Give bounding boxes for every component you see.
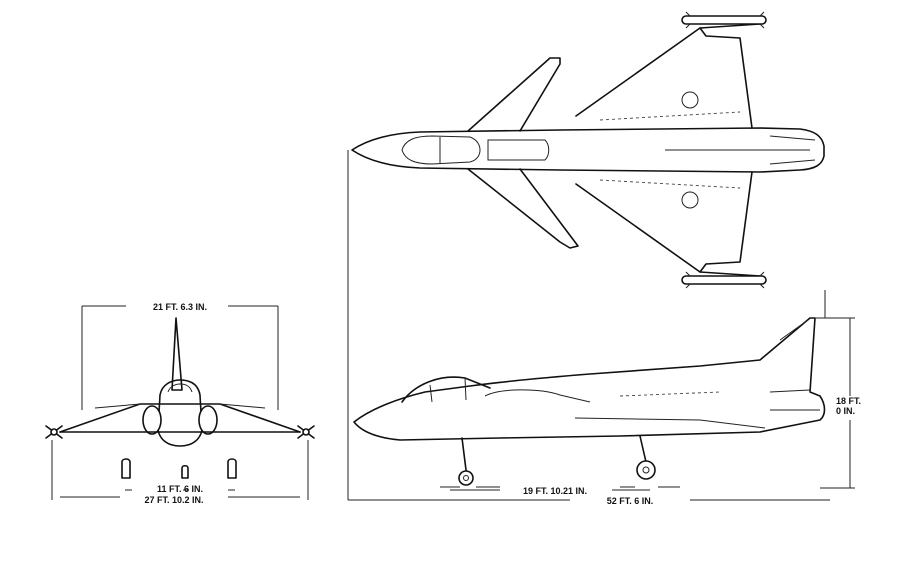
side-height-ft-label: 18 FT.	[836, 396, 861, 406]
front-wingspan-label: 21 FT. 6.3 IN.	[153, 302, 207, 312]
side-height-in-label: 0 IN.	[836, 406, 855, 416]
side-length-label: 52 FT. 6 IN.	[607, 496, 654, 506]
front-view	[45, 317, 315, 491]
front-track-label: 11 FT. 6 IN.	[157, 484, 203, 494]
dimension-lines	[51, 150, 855, 501]
front-overall-span-label: 27 FT. 10.2 IN.	[144, 495, 203, 505]
side-wheelbase-label: 19 FT. 10.21 IN.	[523, 486, 587, 496]
plan-view	[351, 11, 825, 289]
side-view	[353, 317, 826, 488]
